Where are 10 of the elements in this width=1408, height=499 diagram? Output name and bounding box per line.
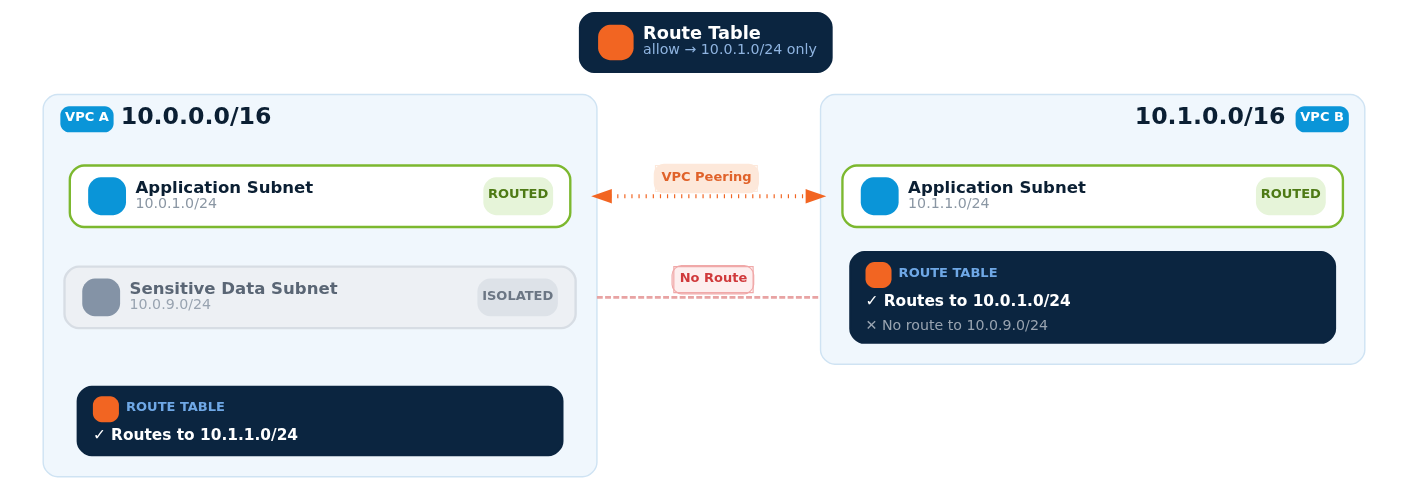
edge-label: VPC Peering xyxy=(661,168,752,184)
node-box: Application Subnet 10.1.1.0/24 ROUTED xyxy=(841,164,1345,229)
edge-label: No Route xyxy=(679,269,748,285)
node-box: Route Table allow → 10.0.1.0/24 only xyxy=(578,12,833,73)
arrow xyxy=(591,189,827,204)
node-box: Sensitive Data Subnet 10.0.9.0/24 ISOLATED xyxy=(63,265,577,330)
node-box: ROUTE TABLE ✓ Routes to 10.1.1.0/24 xyxy=(76,385,564,457)
node-box: ROUTE TABLE ✓ Routes to 10.0.1.0/24 ✕ No route to 10.0.9.0/24 xyxy=(849,251,1337,344)
connector xyxy=(596,296,821,299)
node-box: Application Subnet 10.0.1.0/24 ROUTED xyxy=(68,164,572,229)
